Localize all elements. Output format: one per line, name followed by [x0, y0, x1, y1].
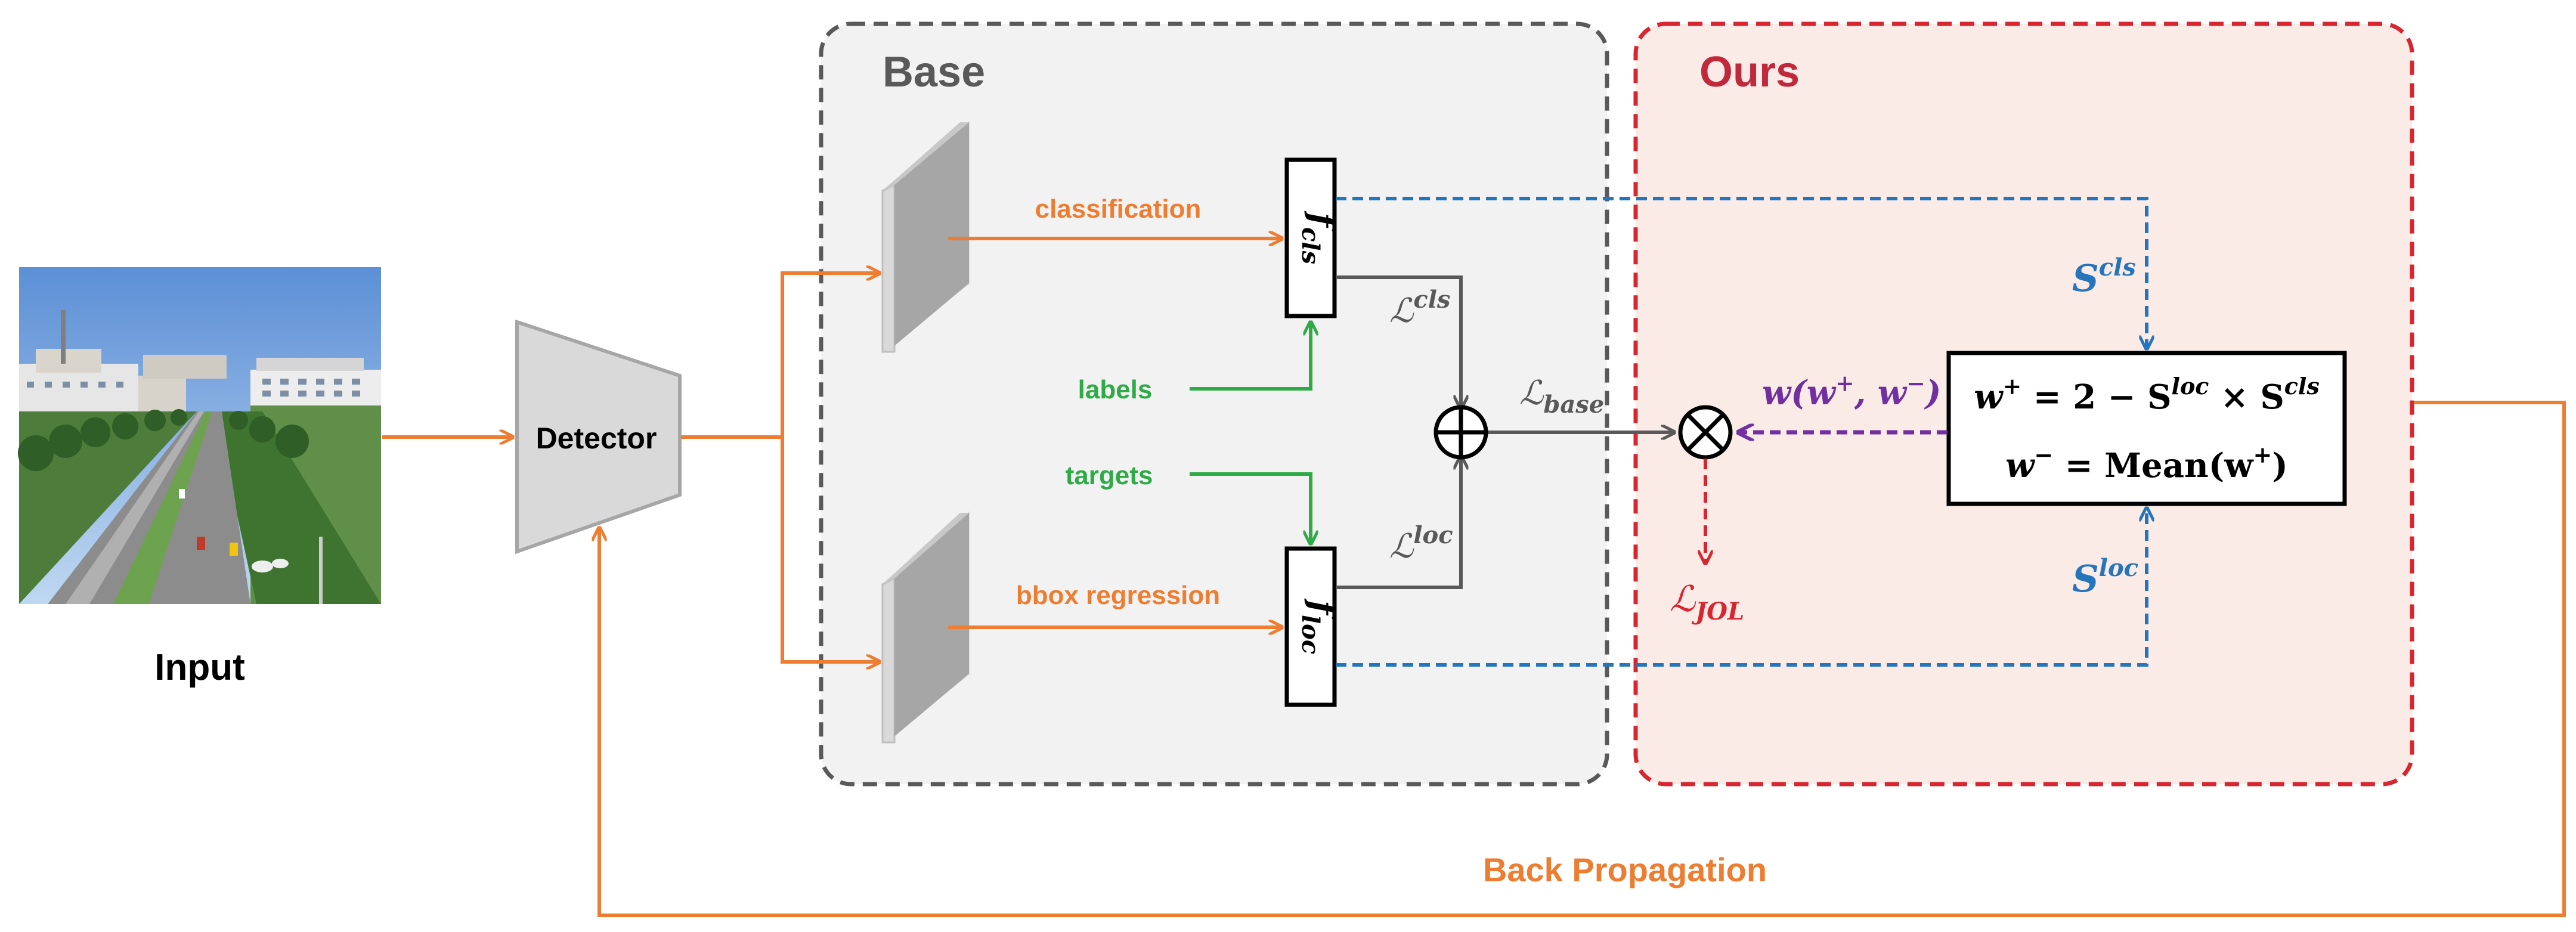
feature-map-loc	[881, 510, 970, 745]
formula-w-minus: w− = Mean(w+)	[2005, 441, 2288, 485]
feature-map-cls	[881, 120, 970, 354]
labels-label: labels	[1078, 375, 1153, 404]
labels-arrow	[1190, 322, 1311, 391]
targets-arrow	[1190, 472, 1311, 544]
formula-w-plus: w+ = 2 − Sloc × Scls	[1974, 373, 2320, 417]
f-loc-box: floc	[1284, 546, 1342, 707]
f-cls-box: fcls	[1284, 157, 1342, 318]
f-loc-sub: loc	[1296, 615, 1324, 654]
f-cls-sub: cls	[1296, 227, 1324, 264]
classification-label: classification	[1035, 194, 1202, 224]
loss-loc-arrow	[1336, 456, 1461, 589]
plus-icon	[1436, 407, 1486, 457]
loss-cls-arrow	[1336, 275, 1461, 408]
detector-to-cls-feature-arrow	[781, 273, 880, 437]
weight-formula-box	[1946, 351, 2347, 506]
loss-base-label: ℒbase	[1519, 374, 1604, 419]
detector-block	[515, 319, 682, 555]
bbox-regression-label: bbox regression	[1016, 581, 1220, 610]
targets-label: targets	[1066, 461, 1153, 490]
loss-loc-label: ℒloc	[1389, 521, 1453, 566]
input-image	[18, 267, 381, 604]
back-propagation-arrow	[599, 401, 2566, 917]
detector-label: Detector	[536, 422, 657, 455]
base-title: Base	[883, 48, 985, 96]
jol-loss-label: ℒJOL	[1670, 578, 1744, 626]
s-cls-arrow	[1336, 197, 2147, 349]
loss-cls-label: ℒcls	[1389, 286, 1450, 330]
base-panel	[819, 21, 1609, 787]
ours-title: Ours	[1699, 48, 1800, 96]
times-icon	[1686, 413, 1724, 451]
s-loc-label: Sloc	[2072, 554, 2138, 600]
s-cls-label: Scls	[2072, 253, 2136, 300]
weight-label: w(w+, w−)	[1762, 370, 1941, 413]
detector-to-loc-feature-arrow	[781, 437, 880, 662]
svg-text:floc: floc	[1296, 598, 1342, 654]
input-label: Input	[154, 647, 245, 688]
s-loc-arrow	[1336, 508, 2147, 667]
back-propagation-label: Back Propagation	[1483, 851, 1767, 888]
